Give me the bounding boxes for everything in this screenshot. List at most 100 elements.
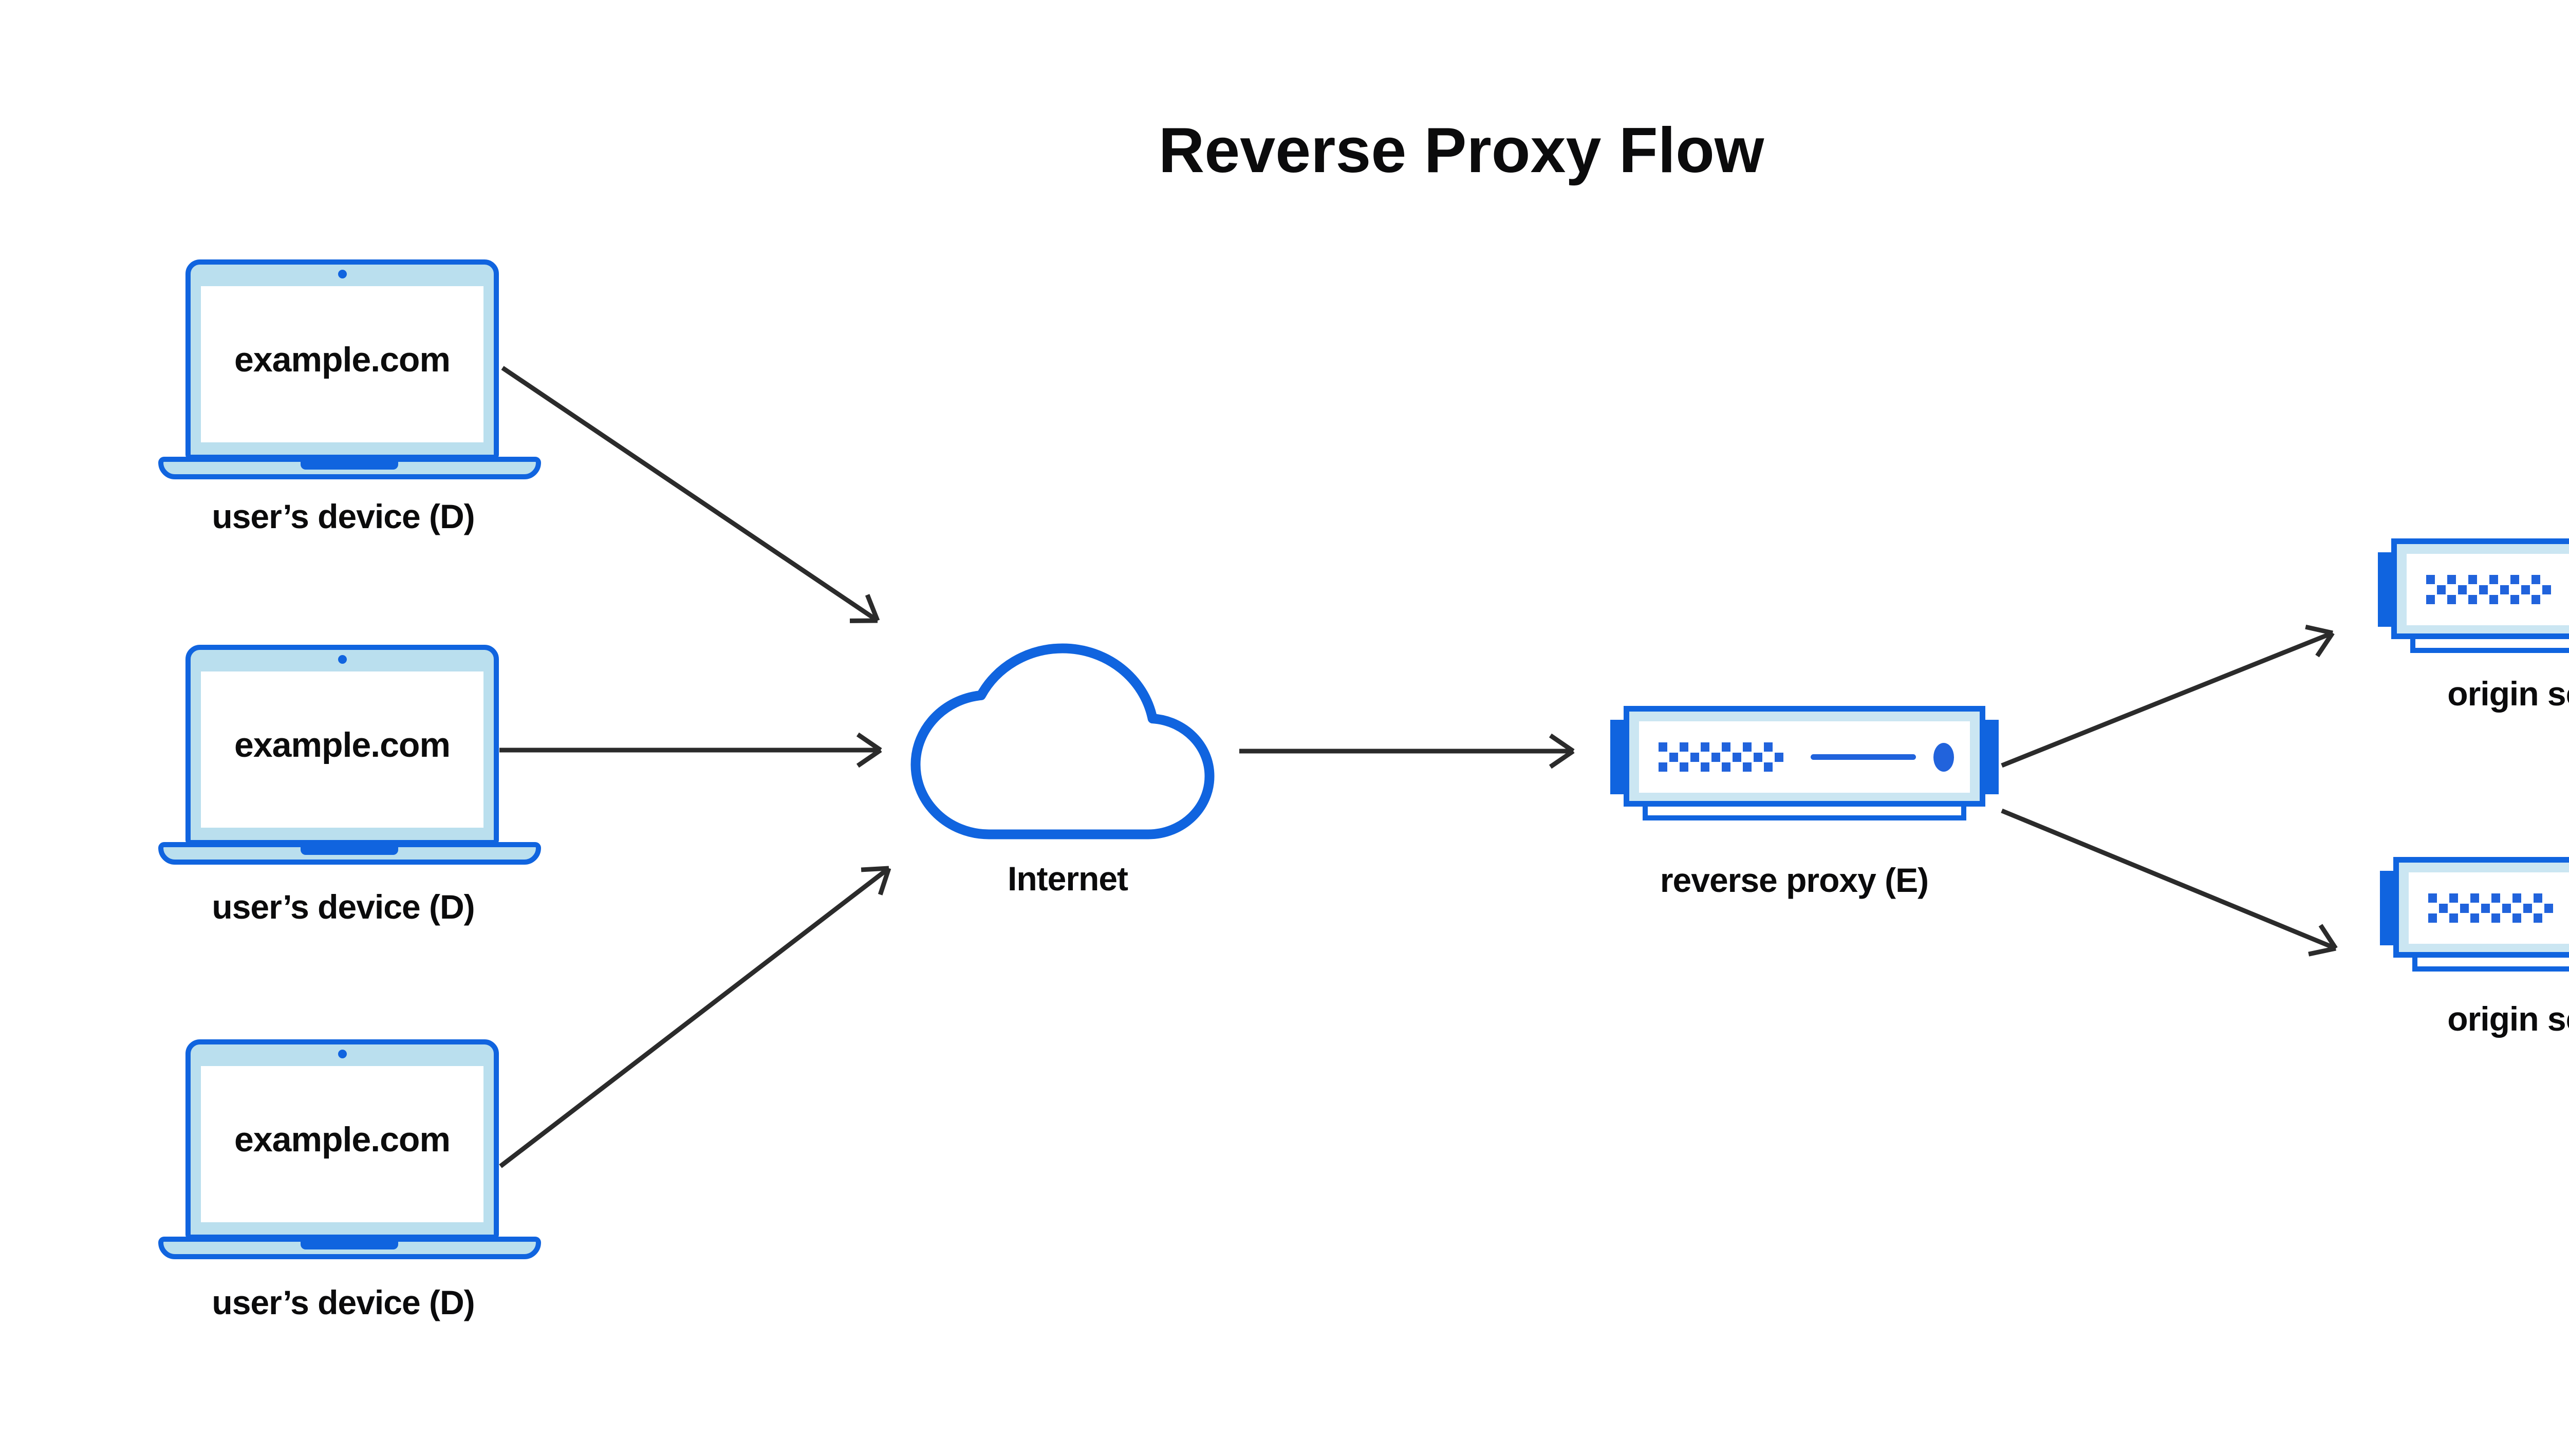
node-user-device-2: example.com xyxy=(158,645,541,868)
arrow-reverse-proxy-to-origin-server-2 xyxy=(2001,808,2338,957)
arrow-internet-to-reverse-proxy xyxy=(1239,733,1575,769)
internet-cloud-icon xyxy=(916,648,1209,834)
vent-square xyxy=(1774,753,1783,762)
arrow-user-device-2-to-internet xyxy=(499,732,882,768)
label-user-device-3: user’s device (D) xyxy=(212,1283,475,1321)
arrow-user-device-1-to-internet xyxy=(501,366,880,623)
laptop-notch xyxy=(301,462,398,470)
label-user-device-2: user’s device (D) xyxy=(212,888,475,926)
vent-square xyxy=(2449,893,2458,903)
vent-square xyxy=(2491,913,2500,923)
vent-square xyxy=(1701,762,1709,772)
vent-square xyxy=(2521,585,2530,594)
vent-square xyxy=(2531,595,2540,604)
webcam-icon xyxy=(338,655,347,664)
vent-square xyxy=(2458,585,2467,594)
server-power-led-icon xyxy=(1933,742,1954,772)
vent-square xyxy=(1680,762,1688,772)
vent-square xyxy=(2481,904,2490,913)
vent-square xyxy=(1764,762,1773,772)
vent-square xyxy=(1764,742,1773,752)
laptop-screen: example.com xyxy=(201,1066,483,1222)
server-front-panel xyxy=(1639,721,1970,793)
server-right-tab xyxy=(1985,720,1999,794)
vent-square xyxy=(2500,585,2509,594)
node-user-device-1: example.com xyxy=(158,259,541,483)
webcam-icon xyxy=(338,1050,347,1058)
screen-url: example.com xyxy=(234,340,451,379)
laptop-notch xyxy=(301,1242,398,1249)
vent-square xyxy=(2460,904,2469,913)
node-origin-server-2 xyxy=(2380,857,2569,972)
vent-square xyxy=(2512,893,2521,903)
vent-square xyxy=(2534,913,2542,923)
label-user-device-1: user’s device (D) xyxy=(212,497,475,535)
arrow-user-device-3-to-internet xyxy=(499,866,891,1168)
vent-square xyxy=(2502,904,2511,913)
vent-square xyxy=(2479,585,2488,594)
vent-square xyxy=(2534,893,2542,903)
vent-square xyxy=(1659,742,1667,752)
vent-square xyxy=(1680,742,1688,752)
server-vents-icon xyxy=(2426,575,2555,604)
server-left-tab xyxy=(2380,871,2394,945)
vent-square xyxy=(2447,595,2456,604)
node-origin-server-1 xyxy=(2378,538,2569,653)
vent-square xyxy=(1669,753,1678,762)
diagram-title: Reverse Proxy Flow xyxy=(1158,115,1764,186)
vent-square xyxy=(2470,893,2479,903)
vent-square xyxy=(1690,753,1699,762)
vent-square xyxy=(1722,742,1730,752)
vent-square xyxy=(1701,742,1709,752)
vent-square xyxy=(2426,575,2435,584)
vent-square xyxy=(2470,913,2479,923)
vent-square xyxy=(1753,753,1762,762)
node-reverse-proxy xyxy=(1610,706,1999,820)
screen-url: example.com xyxy=(234,725,451,764)
vent-square xyxy=(2510,575,2519,584)
label-internet: Internet xyxy=(1007,860,1128,898)
vent-square xyxy=(2436,585,2446,594)
label-origin-server-2: origin server (F) xyxy=(2447,1000,2569,1038)
vent-square xyxy=(2428,893,2437,903)
vent-square xyxy=(2489,575,2498,584)
laptop-screen: example.com xyxy=(201,671,483,828)
screen-url: example.com xyxy=(234,1120,451,1159)
vent-square xyxy=(1732,753,1741,762)
laptop-notch xyxy=(301,847,398,855)
server-left-tab xyxy=(2378,552,2392,627)
vent-square xyxy=(2489,595,2498,604)
vent-square xyxy=(2523,904,2532,913)
vent-square xyxy=(1743,762,1752,772)
vent-square xyxy=(2428,913,2437,923)
vent-square xyxy=(2468,575,2477,584)
vent-square xyxy=(2447,575,2456,584)
server-front-panel xyxy=(2407,554,2569,625)
server-slot-icon xyxy=(1811,754,1916,760)
laptop-base xyxy=(158,1237,541,1259)
vent-square xyxy=(2542,585,2551,594)
vent-square xyxy=(1659,762,1667,772)
vent-square xyxy=(2449,913,2458,923)
server-vents-icon xyxy=(2428,893,2557,923)
vent-square xyxy=(2544,904,2553,913)
server-vents-icon xyxy=(1659,742,1787,772)
node-user-device-3: example.com xyxy=(158,1039,541,1263)
label-reverse-proxy: reverse proxy (E) xyxy=(1660,861,1929,899)
vent-square xyxy=(2426,595,2435,604)
vent-square xyxy=(1711,753,1720,762)
label-origin-server-1: origin server (F) xyxy=(2447,675,2569,713)
vent-square xyxy=(2438,904,2448,913)
server-front-panel xyxy=(2409,872,2569,944)
vent-square xyxy=(2531,575,2540,584)
server-left-tab xyxy=(1610,720,1624,794)
vent-square xyxy=(2491,893,2500,903)
vent-square xyxy=(2512,913,2521,923)
vent-square xyxy=(2510,595,2519,604)
vent-square xyxy=(1743,742,1752,752)
vent-square xyxy=(2468,595,2477,604)
laptop-screen: example.com xyxy=(201,286,483,442)
webcam-icon xyxy=(338,270,347,278)
